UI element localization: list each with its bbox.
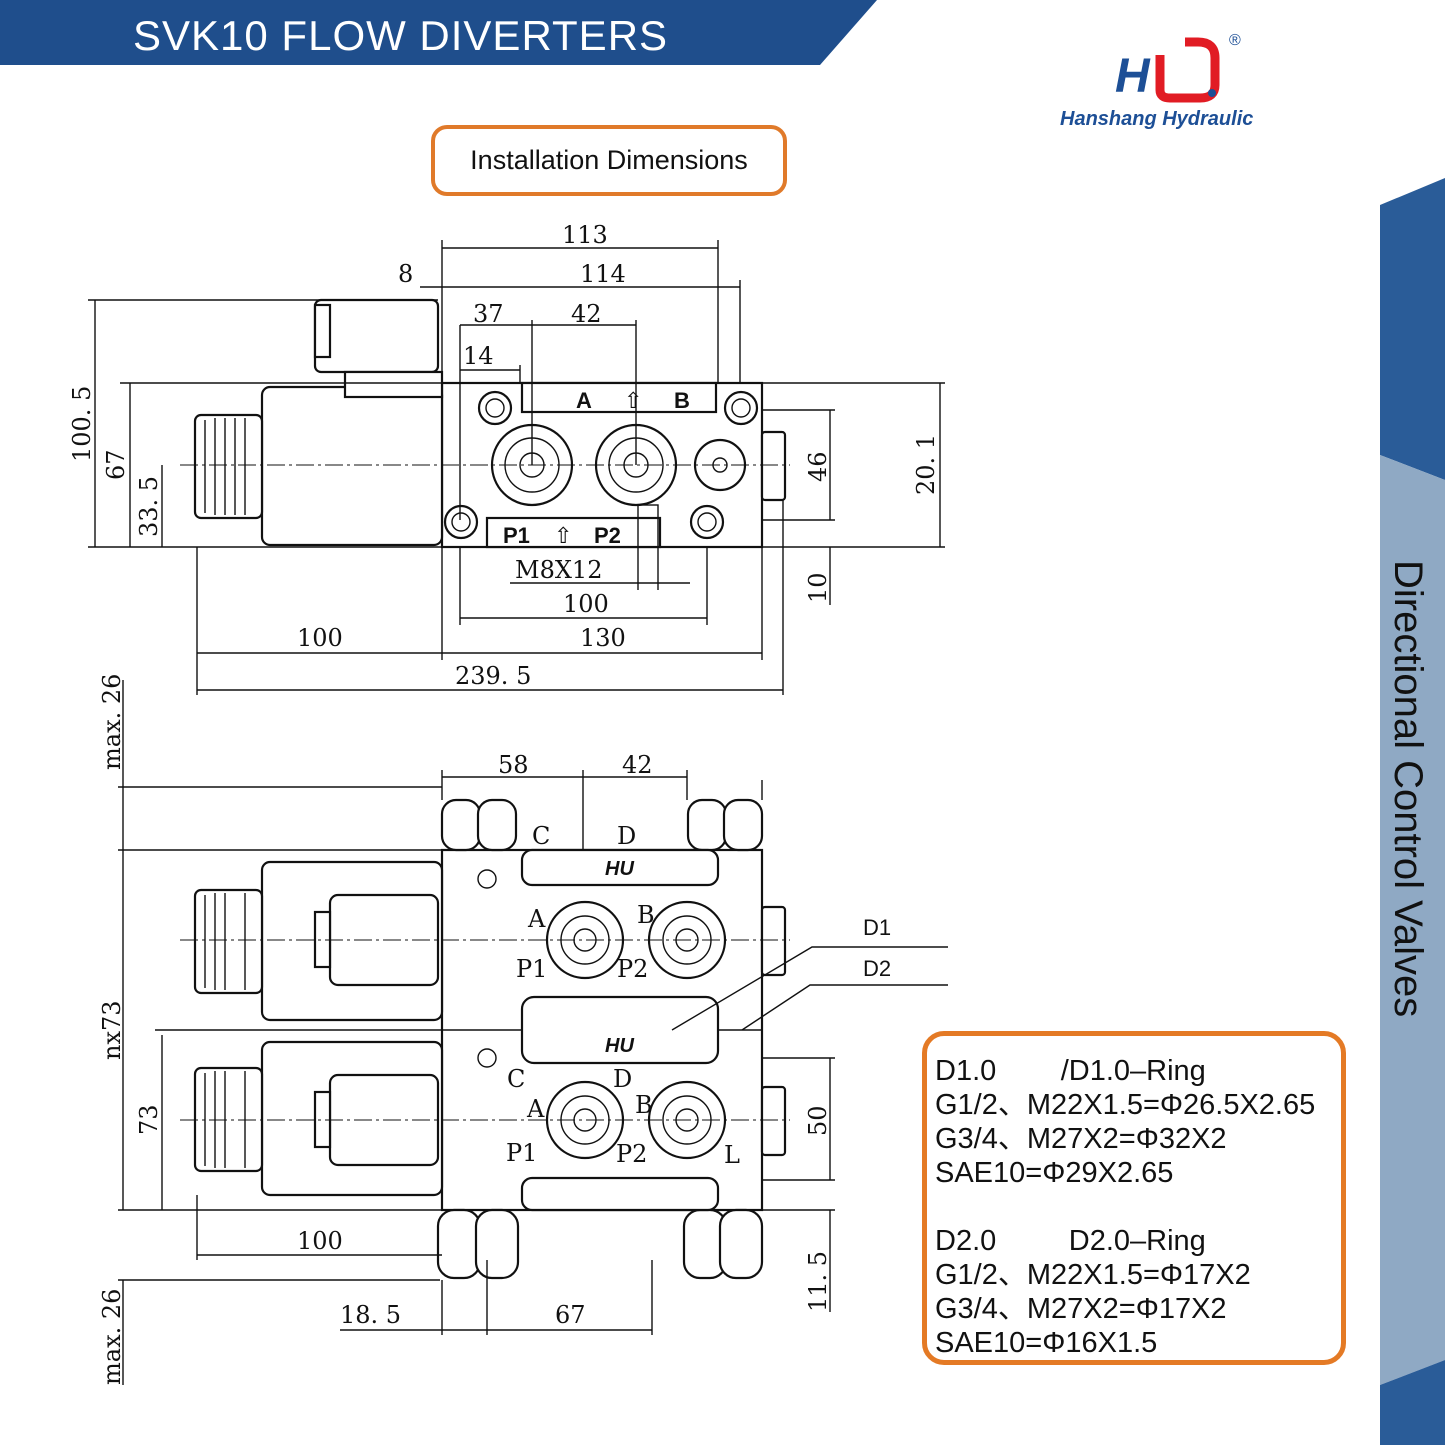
company-name: Hanshang Hydraulic [1060,108,1254,130]
dim-46: 46 [804,451,832,482]
dim-14: 14 [463,342,494,370]
dim-20-1: 20. 1 [912,434,940,495]
side-title: Directional Control Valves [1386,560,1430,1018]
dim-50: 50 [804,1105,832,1136]
dim-100-5: 100. 5 [68,386,96,462]
dim-130: 130 [580,624,626,652]
port-p1-label: P1 [516,955,547,983]
dim-10: 10 [804,572,832,603]
logo-stamp: HU [605,1035,634,1057]
spec-line: G3/4、M27X2=Φ32X2 [935,1123,1227,1155]
bottom-view-drawing: HU HU 58 42 100 18. 5 67 max. 26 nx73 73… [98,674,948,1385]
svg-text:H: H [1115,50,1151,103]
spec-line: G1/2、M22X1.5=Φ26.5X2.65 [935,1089,1316,1121]
dim-239-5: 239. 5 [455,662,531,690]
arrow-up-icon: ⇧ [624,388,642,413]
page-title: SVK10 FLOW DIVERTERS [133,12,669,59]
dim-max-26-top: max. 26 [98,674,126,770]
dim-nx73: nx73 [98,1000,126,1060]
port-b-label: B [674,388,690,413]
side-band-bottom [1380,1360,1445,1445]
dim-114: 114 [580,260,626,288]
dim-42-ports: 42 [622,751,653,779]
side-band-top [1380,178,1445,480]
callout-d1: D1 [863,915,891,940]
port-b-label: B [635,1091,653,1119]
dim-73: 73 [135,1104,163,1135]
port-p1-label: P1 [506,1139,537,1167]
logo-stamp: HU [605,858,634,880]
port-p1-label: P1 [503,523,530,548]
spec-line: G1/2、M22X1.5=Φ17X2 [935,1259,1251,1291]
dim-58: 58 [498,751,529,779]
spec-line: D1.0 /D1.0–Ring [935,1055,1206,1087]
section-title: Installation Dimensions [431,125,787,196]
dim-8: 8 [398,260,413,288]
port-p2-label: P2 [594,523,621,548]
port-a-label: A [576,388,592,413]
top-view-drawing: 113 114 8 37 42 14 M8X12 100 100 130 239… [68,221,945,695]
side-band-middle [1380,455,1445,1385]
spec-line: D2.0 D2.0–Ring [935,1225,1206,1257]
port-d-label: D [613,1065,632,1093]
dim-100-coil: 100 [297,624,343,652]
dim-max-26-bottom: max. 26 [98,1289,126,1385]
spec-line: SAE10=Φ16X1.5 [935,1327,1158,1359]
port-d-label: D [617,822,636,850]
port-p2-label: P2 [616,1140,647,1168]
callout-d2: D2 [863,956,891,981]
port-a-label: A [527,905,546,933]
dim-67: 67 [102,449,130,480]
dim-100-holes: 100 [563,590,609,618]
port-c-label: C [532,822,550,850]
banner-background [0,0,877,65]
registered-mark: ® [1229,32,1241,49]
dim-67-bottom: 67 [555,1301,586,1329]
port-p2-label: P2 [617,955,648,983]
dim-100-bottom: 100 [297,1227,343,1255]
dim-m8x12: M8X12 [515,556,602,584]
seal-spec-box: D1.0 /D1.0–Ring G1/2、M22X1.5=Φ26.5X2.65 … [922,1031,1346,1365]
port-a-label: A [526,1095,545,1123]
port-b-label: B [637,901,655,929]
port-c-label: C [507,1065,525,1093]
dim-33-5: 33. 5 [135,476,163,537]
section-title-text: Installation Dimensions [470,145,748,175]
dim-42: 42 [571,300,602,328]
port-l-label: L [724,1141,740,1169]
dim-11-5: 11. 5 [804,1251,832,1312]
spec-line: SAE10=Φ29X2.65 [935,1157,1174,1189]
dim-37: 37 [473,300,504,328]
dim-18-5: 18. 5 [340,1301,401,1329]
company-logo: H ® [1115,32,1241,103]
arrow-up-icon: ⇧ [554,523,572,548]
dim-113: 113 [562,221,608,249]
spec-line: G3/4、M27X2=Φ17X2 [935,1293,1227,1325]
